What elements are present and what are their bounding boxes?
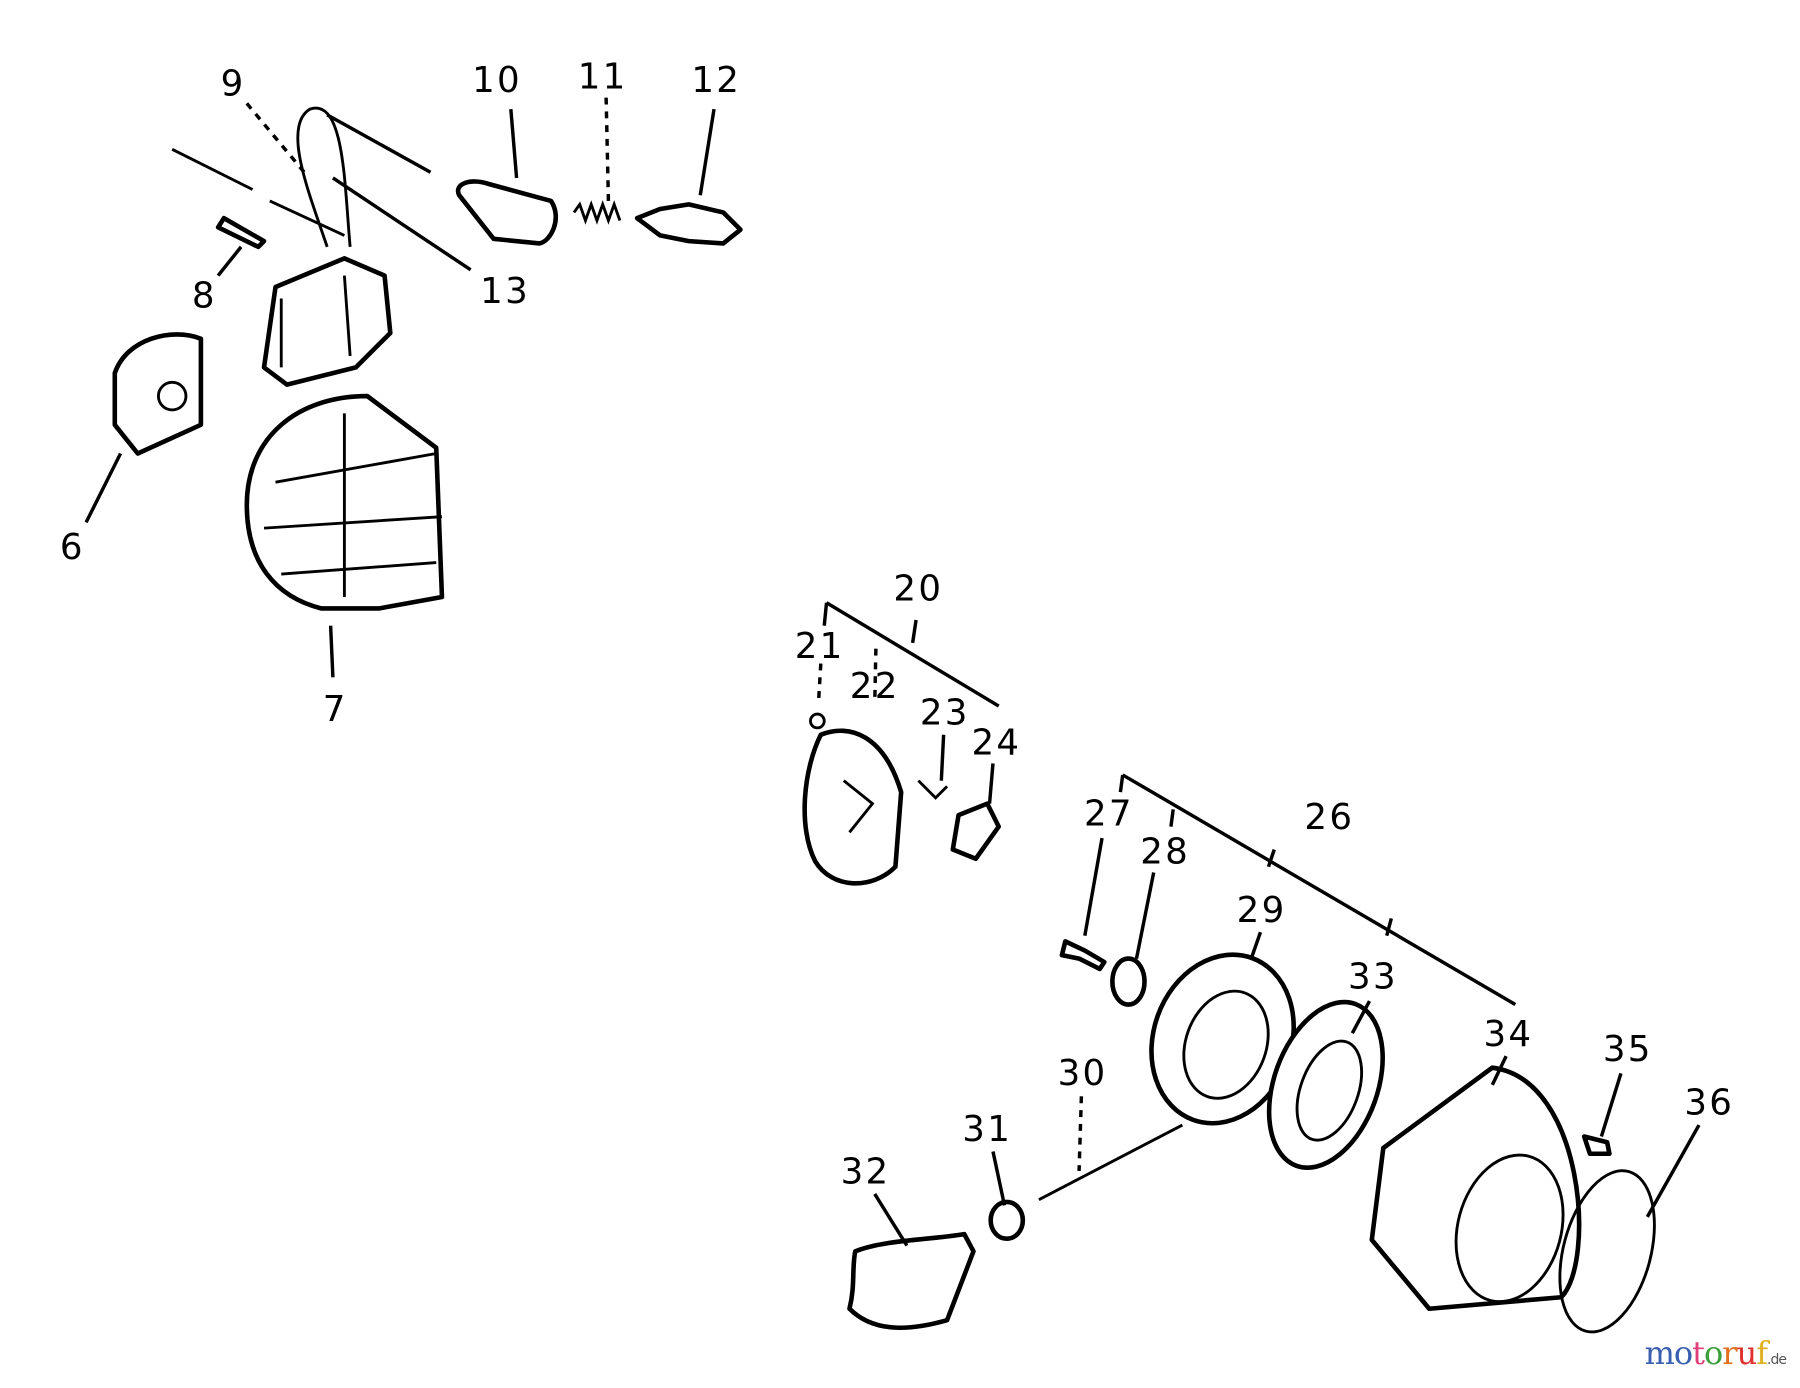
label-33: 33 [1348,956,1398,997]
label-32: 32 [841,1152,891,1193]
label-7: 7 [323,689,348,730]
label-35: 35 [1603,1029,1653,1070]
label-20: 20 [893,568,943,609]
spark-plug-cap [455,179,558,246]
clutch [802,712,1002,886]
watermark-letter: m [1644,1334,1675,1372]
label-6: 6 [60,527,85,568]
o-ring [1558,1169,1656,1334]
flywheel-magnet-shoe [112,332,204,456]
housing-screw [1581,1134,1612,1157]
recoil-spring [1266,999,1385,1170]
label-31: 31 [962,1109,1012,1150]
label-30: 30 [1058,1053,1108,1094]
label-21: 21 [795,626,845,667]
starter-pulley [1149,952,1296,1126]
watermark-letter: o [1673,1334,1693,1372]
ignition-coil [171,106,432,387]
watermark-letter: t [1692,1334,1705,1372]
starter-housing [1369,1065,1582,1312]
label-28: 28 [1140,831,1190,872]
label-36: 36 [1684,1083,1734,1124]
spark-plug [634,202,743,246]
leader-lines [84,97,1701,1247]
label-24: 24 [971,722,1021,763]
label-27: 27 [1084,793,1134,834]
label-29: 29 [1237,890,1287,931]
label-10: 10 [472,60,522,101]
part-labels: 9 10 11 12 13 8 6 7 20 21 22 23 24 27 28… [60,56,1734,1193]
watermark-letter: f [1756,1334,1768,1372]
label-12: 12 [691,60,741,101]
watermark-letter: o [1704,1334,1723,1372]
rope-bushing [988,1199,1026,1242]
label-9: 9 [221,63,246,104]
starter-rope [1038,1123,1184,1201]
watermark-logo: motoruf.de [1644,1334,1787,1372]
label-8: 8 [192,276,217,317]
label-13: 13 [480,271,530,312]
label-11: 11 [578,56,628,97]
label-34: 34 [1483,1014,1533,1055]
starter-handle [847,1231,976,1330]
watermark-letter: r [1722,1334,1737,1372]
watermark-suffix: .de [1767,1352,1787,1368]
label-22: 22 [850,666,900,707]
washer [1110,956,1147,1007]
label-23: 23 [920,692,970,733]
flywheel [244,393,445,611]
spring [572,200,622,225]
watermark-letter: u [1736,1334,1758,1372]
starter-bolt [1059,939,1107,972]
label-26: 26 [1304,797,1354,838]
